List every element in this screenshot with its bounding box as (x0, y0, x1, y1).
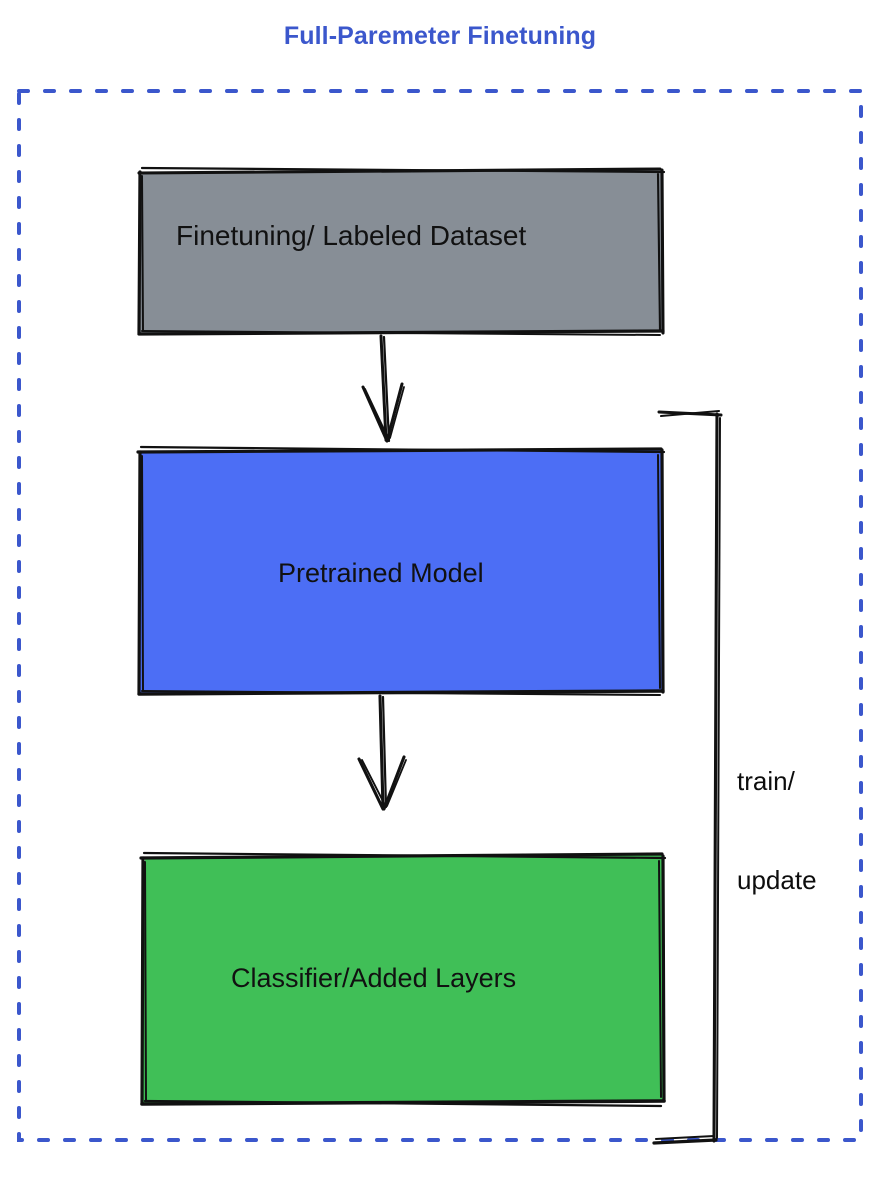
page-title: Full-Paremeter Finetuning (283, 22, 597, 50)
edge-feedback-bracket (652, 409, 723, 1145)
node-pretrained-model[interactable] (136, 445, 666, 697)
edge-label-line-1: train/ (737, 765, 795, 796)
edge-label-line-2: update (737, 865, 817, 896)
node-label-classifier: Classifier/Added Layers (231, 963, 517, 993)
node-classifier[interactable] (139, 851, 667, 1108)
arrow-model-to-classifier (357, 694, 407, 811)
node-dataset[interactable] (137, 166, 666, 336)
node-label-dataset: Finetuning/ Labeled Dataset (176, 220, 527, 251)
node-label-pretrained-model: Pretrained Model (278, 558, 484, 588)
arrow-dataset-to-model (361, 334, 405, 443)
diagram-frame (17, 89, 863, 1142)
edge-label-train-update: train/ update (737, 698, 817, 964)
